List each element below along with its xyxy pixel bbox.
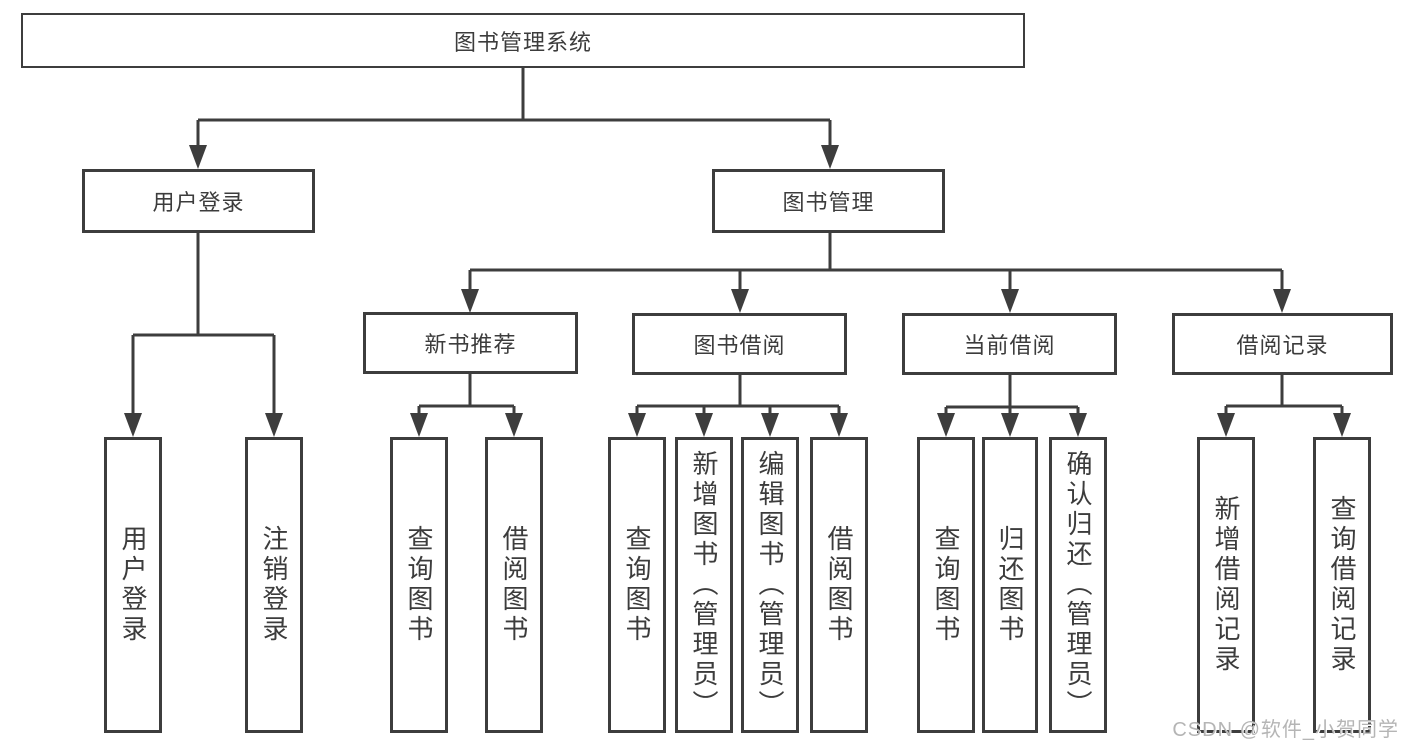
node-root-system: 图书管理系统 bbox=[21, 13, 1025, 68]
node-current-borrow: 当前借阅 bbox=[902, 313, 1117, 375]
leaf-return-book: 归还图书 bbox=[982, 437, 1038, 733]
leaf-confirm-return-admin: 确认归还（管理员） bbox=[1049, 437, 1107, 733]
leaf-query-book-1: 查询图书 bbox=[390, 437, 448, 733]
leaf-add-borrow-record-label: 新增借阅记录 bbox=[1211, 495, 1241, 675]
leaf-borrow-book-1-label: 借阅图书 bbox=[499, 525, 529, 645]
leaf-logout: 注销登录 bbox=[245, 437, 303, 733]
node-book-management-label: 图书管理 bbox=[782, 190, 875, 215]
node-borrow-record: 借阅记录 bbox=[1172, 313, 1393, 375]
leaf-edit-book-admin-label: 编辑图书（管理员） bbox=[755, 450, 785, 720]
node-user-login: 用户登录 bbox=[82, 169, 315, 233]
leaf-borrow-book-1: 借阅图书 bbox=[485, 437, 543, 733]
leaf-logout-label: 注销登录 bbox=[259, 525, 289, 645]
leaf-user-login: 用户登录 bbox=[104, 437, 162, 733]
leaf-borrow-book-2: 借阅图书 bbox=[810, 437, 868, 733]
leaf-user-login-label: 用户登录 bbox=[118, 525, 148, 645]
leaf-query-book-2-label: 查询图书 bbox=[622, 525, 652, 645]
leaf-query-borrow-record: 查询借阅记录 bbox=[1313, 437, 1371, 733]
leaf-add-book-admin: 新增图书（管理员） bbox=[675, 437, 733, 733]
node-user-login-label: 用户登录 bbox=[152, 190, 245, 215]
leaf-query-book-1-label: 查询图书 bbox=[404, 525, 434, 645]
leaf-query-borrow-record-label: 查询借阅记录 bbox=[1327, 495, 1357, 675]
leaf-query-book-2: 查询图书 bbox=[608, 437, 666, 733]
node-new-book-recommend: 新书推荐 bbox=[363, 312, 578, 374]
leaf-confirm-return-admin-label: 确认归还（管理员） bbox=[1063, 450, 1093, 720]
node-borrow-record-label: 借阅记录 bbox=[1236, 333, 1329, 358]
node-current-borrow-label: 当前借阅 bbox=[963, 333, 1056, 358]
leaf-return-book-label: 归还图书 bbox=[995, 525, 1025, 645]
node-book-borrow-label: 图书借阅 bbox=[693, 333, 786, 358]
leaf-query-book-3-label: 查询图书 bbox=[931, 525, 961, 645]
csdn-watermark: CSDN @软件_小贺同学 bbox=[1172, 719, 1399, 741]
node-root-label: 图书管理系统 bbox=[453, 29, 592, 55]
leaf-add-book-admin-label: 新增图书（管理员） bbox=[689, 450, 719, 720]
node-book-management: 图书管理 bbox=[712, 169, 945, 233]
leaf-borrow-book-2-label: 借阅图书 bbox=[824, 525, 854, 645]
node-book-borrow: 图书借阅 bbox=[632, 313, 847, 375]
leaf-edit-book-admin: 编辑图书（管理员） bbox=[741, 437, 799, 733]
node-new-book-recommend-label: 新书推荐 bbox=[424, 332, 517, 357]
leaf-query-book-3: 查询图书 bbox=[917, 437, 975, 733]
leaf-add-borrow-record: 新增借阅记录 bbox=[1197, 437, 1255, 733]
